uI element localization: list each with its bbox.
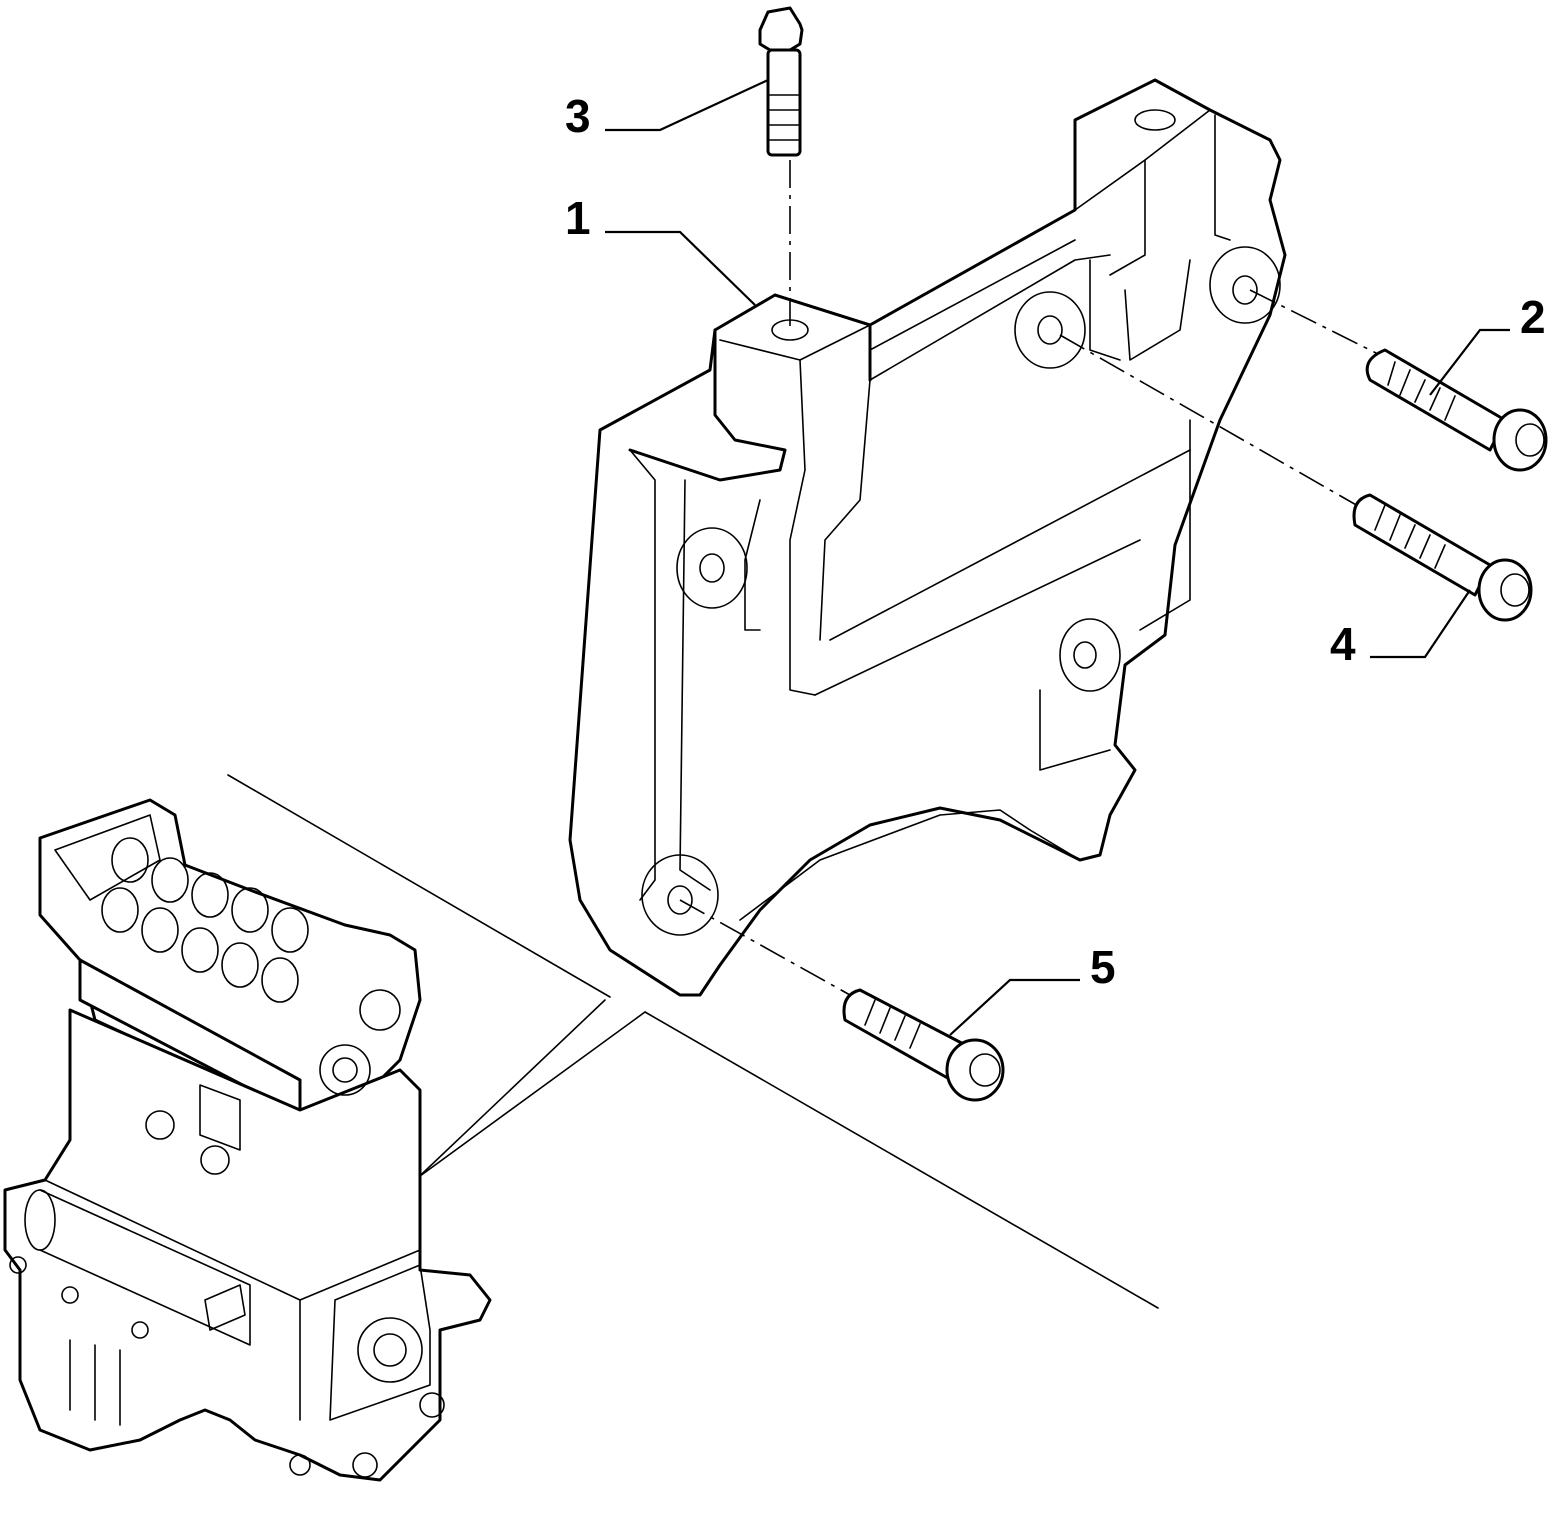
bolt-5 — [842, 988, 1005, 1102]
bolt-2 — [1365, 348, 1548, 472]
camshaft-lobes — [101, 837, 309, 1003]
engine-assembly — [3, 774, 1159, 1482]
callout-4: 4 — [1330, 618, 1356, 670]
callout-2: 2 — [1520, 291, 1546, 343]
bolt-3 — [758, 6, 804, 157]
bracket-holes — [641, 246, 1281, 936]
callout-1: 1 — [565, 192, 591, 244]
bolt-4 — [1352, 493, 1533, 622]
callout-3: 3 — [565, 90, 591, 142]
engine-mount-bracket — [568, 78, 1287, 997]
callout-5: 5 — [1090, 941, 1116, 993]
